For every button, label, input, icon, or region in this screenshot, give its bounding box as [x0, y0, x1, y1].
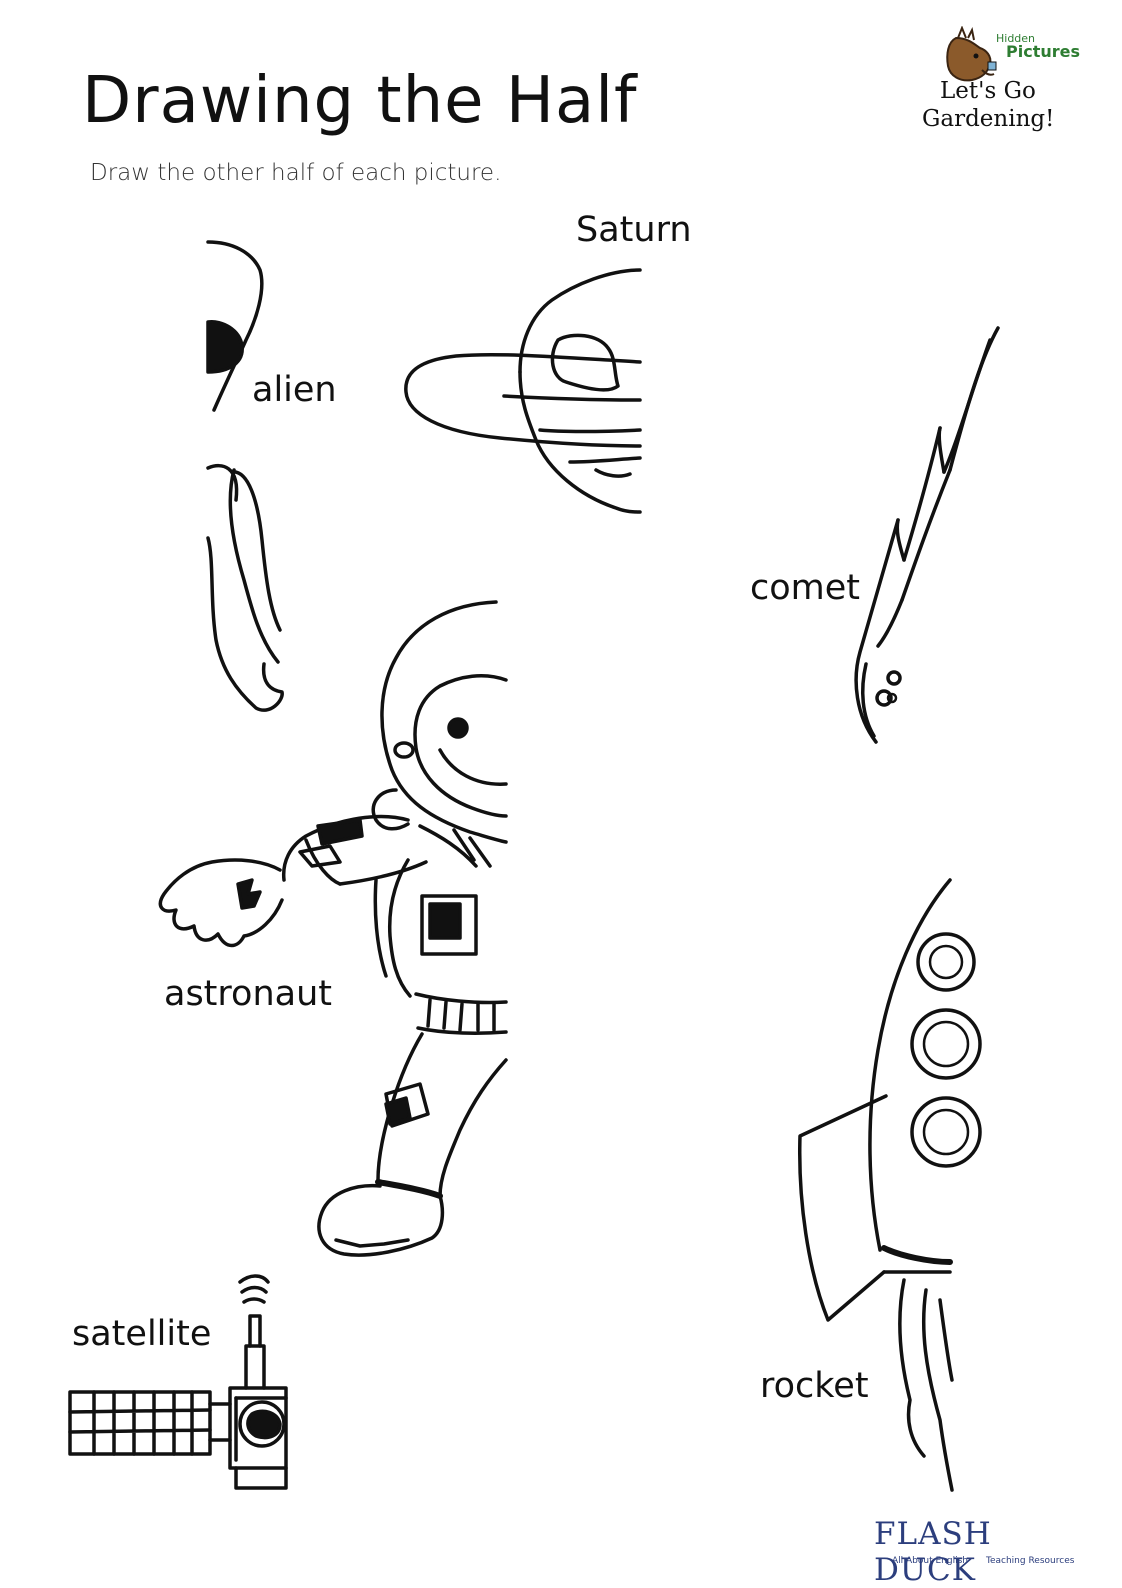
instruction-text: Draw the other half of each picture.: [90, 160, 502, 186]
label-satellite: satellite: [72, 1314, 212, 1354]
hidden-pictures-logo: Hidden Pictures Let's Go Gardening!: [918, 26, 1080, 144]
alien-half-drawing: [206, 240, 284, 712]
footer-sub-right: Teaching Resources: [986, 1556, 1075, 1566]
flashduck-footer-logo: FLASH DUCK All About English Teaching Re…: [874, 1516, 1084, 1588]
satellite-half-drawing: [68, 1274, 288, 1490]
label-saturn: Saturn: [576, 210, 692, 250]
logo-brand-line1: Hidden: [996, 32, 1036, 45]
label-comet: comet: [750, 568, 861, 608]
astronaut-half-drawing: [158, 600, 508, 1257]
footer-brand: FLASH DUCK: [874, 1516, 992, 1588]
logo-tagline-line2: Gardening!: [922, 106, 1055, 132]
horse-icon: [946, 26, 997, 82]
label-rocket: rocket: [760, 1366, 869, 1406]
logo-tagline-line1: Let's Go: [940, 78, 1036, 104]
label-alien: alien: [252, 370, 337, 410]
logo-brand-line2: Pictures: [1006, 42, 1080, 61]
saturn-half-drawing: [404, 268, 642, 514]
footer-sub-left: All About English: [892, 1556, 968, 1566]
page-title: Drawing the Half: [82, 64, 638, 138]
label-astronaut: astronaut: [164, 974, 332, 1014]
rocket-half-drawing: [798, 878, 982, 1492]
comet-half-drawing: [854, 326, 1000, 744]
